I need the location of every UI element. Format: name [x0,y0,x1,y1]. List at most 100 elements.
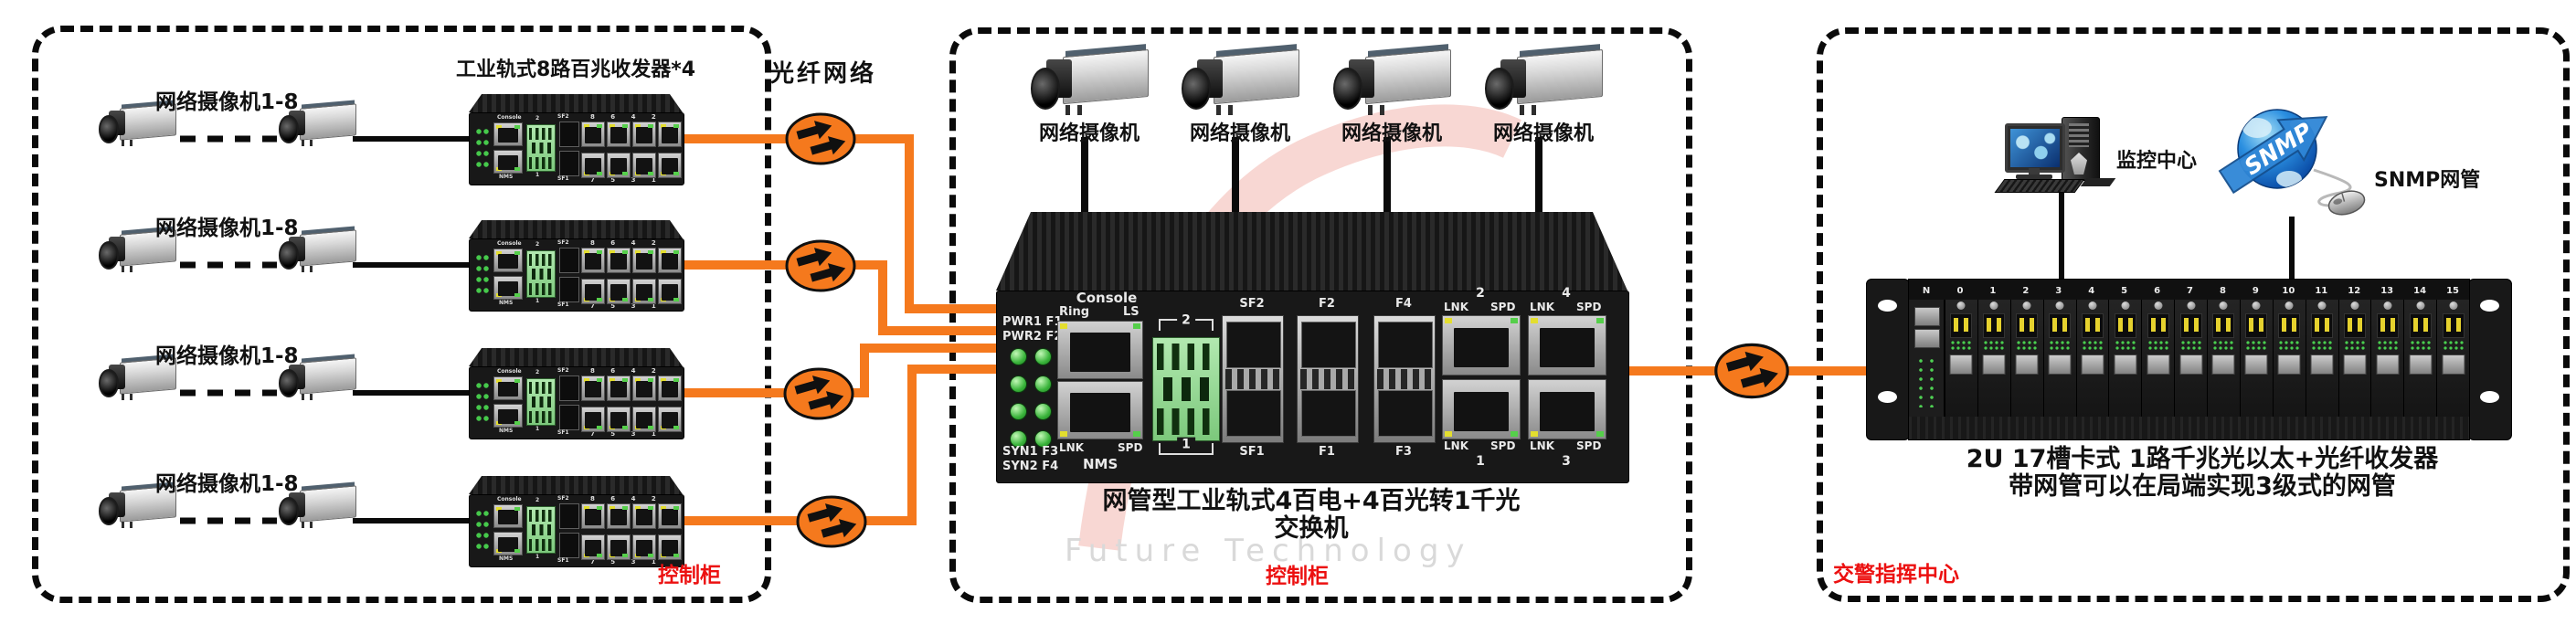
converter-card [2337,300,2371,417]
prt [581,503,605,529]
ptxt: F4 [1395,297,1412,311]
leg [309,393,313,400]
term [526,506,556,554]
prt [493,504,523,528]
prt [607,153,631,178]
leg [1532,104,1536,115]
prt [493,122,523,146]
rj [2244,354,2268,375]
leg [302,393,305,400]
mtxt: 2 [535,369,540,375]
i [498,408,518,425]
rj [2147,354,2170,375]
sfp-slot [559,151,579,176]
sc [2081,313,2104,338]
ip-camera [279,226,357,272]
prt [632,122,656,147]
mtxt: SF1 [557,175,569,182]
fiber-arrow-icon [785,369,853,418]
camera-label: 网络摄像机 [1189,122,1290,145]
i [636,158,652,175]
rj45-port [1442,315,1521,375]
industrial-8port-converter: Console NMS 2 1 SF2 SF1 8 6 4 2 7 5 3 1 [469,94,684,185]
mid [531,397,551,407]
lg [2409,340,2432,352]
leg [122,139,125,146]
mtxt: 2 [535,115,540,122]
span: 4 [2088,285,2095,296]
mtxt: 1 [535,426,540,432]
camera-label: 网络摄像机 [1038,122,1140,145]
span: 0 [1956,285,1964,296]
leg [1368,104,1373,115]
i [1539,391,1595,432]
span: 7 [2187,285,2194,296]
ls-label: LS [1123,305,1140,319]
glass [279,369,300,398]
span: 15 [2446,285,2459,296]
i [498,381,518,397]
ptxt: LNK [1444,439,1468,452]
fpanel: PWR1 F1 PWR2 F2 SYN1 F3 SYN2 F4 Console … [996,286,1629,483]
leg [1380,104,1384,115]
rj [1982,354,2006,375]
leg [1520,104,1524,115]
lg [2081,340,2104,352]
lg [2311,340,2334,352]
o1 [1225,321,1282,369]
leg [122,393,125,400]
middle-cabinet-label: 控制柜 [1266,565,1329,588]
converter-card [2075,300,2109,417]
sfp-slot [559,277,579,302]
screw [2219,301,2228,310]
screw [2416,301,2425,310]
zz [1376,368,1433,390]
ptxt: F1 [1319,445,1335,459]
i [636,253,652,270]
sc [1983,313,2006,338]
span: 2 [2022,285,2030,296]
sc [2147,313,2169,338]
span: 8 [2219,285,2226,296]
ip-camera [99,226,177,272]
caption-line2: 交换机 [1274,514,1349,543]
glass [279,115,300,144]
rj45-port [1528,315,1606,375]
prt [581,248,605,273]
i [1069,333,1131,372]
bled [1034,375,1052,393]
prt [632,279,656,304]
o2 [1300,389,1357,438]
lg [2343,340,2366,352]
power-terminal-block [1152,337,1220,441]
i [636,509,652,525]
sfp-slot [559,503,579,529]
ip-camera [279,100,357,146]
ptxt: SF1 [1239,445,1265,459]
prt [607,375,631,401]
screw [2154,301,2163,310]
lid [469,348,683,366]
lg [1950,340,1973,352]
lg [2147,340,2169,352]
prt [581,122,605,147]
i [662,509,678,525]
body [299,229,357,267]
left-zone-title: 工业轨式8路百兆收发器*4 [455,58,696,81]
converter-card [2305,300,2338,417]
i [662,284,678,301]
hole [1878,391,1897,403]
screw [1956,301,1966,310]
converter-card [2239,300,2273,417]
screw [2121,301,2130,310]
ellipse [2242,118,2272,138]
leg [309,139,313,146]
left-control-cabinet-box [32,26,771,603]
rj [2277,354,2301,375]
i [662,253,678,270]
status-led-grid [1010,348,1052,448]
rj45-port [1442,379,1521,439]
glass [99,497,120,526]
caption-line1: 网管型工业轨式4百电+4百光转1千光 [1102,487,1521,515]
